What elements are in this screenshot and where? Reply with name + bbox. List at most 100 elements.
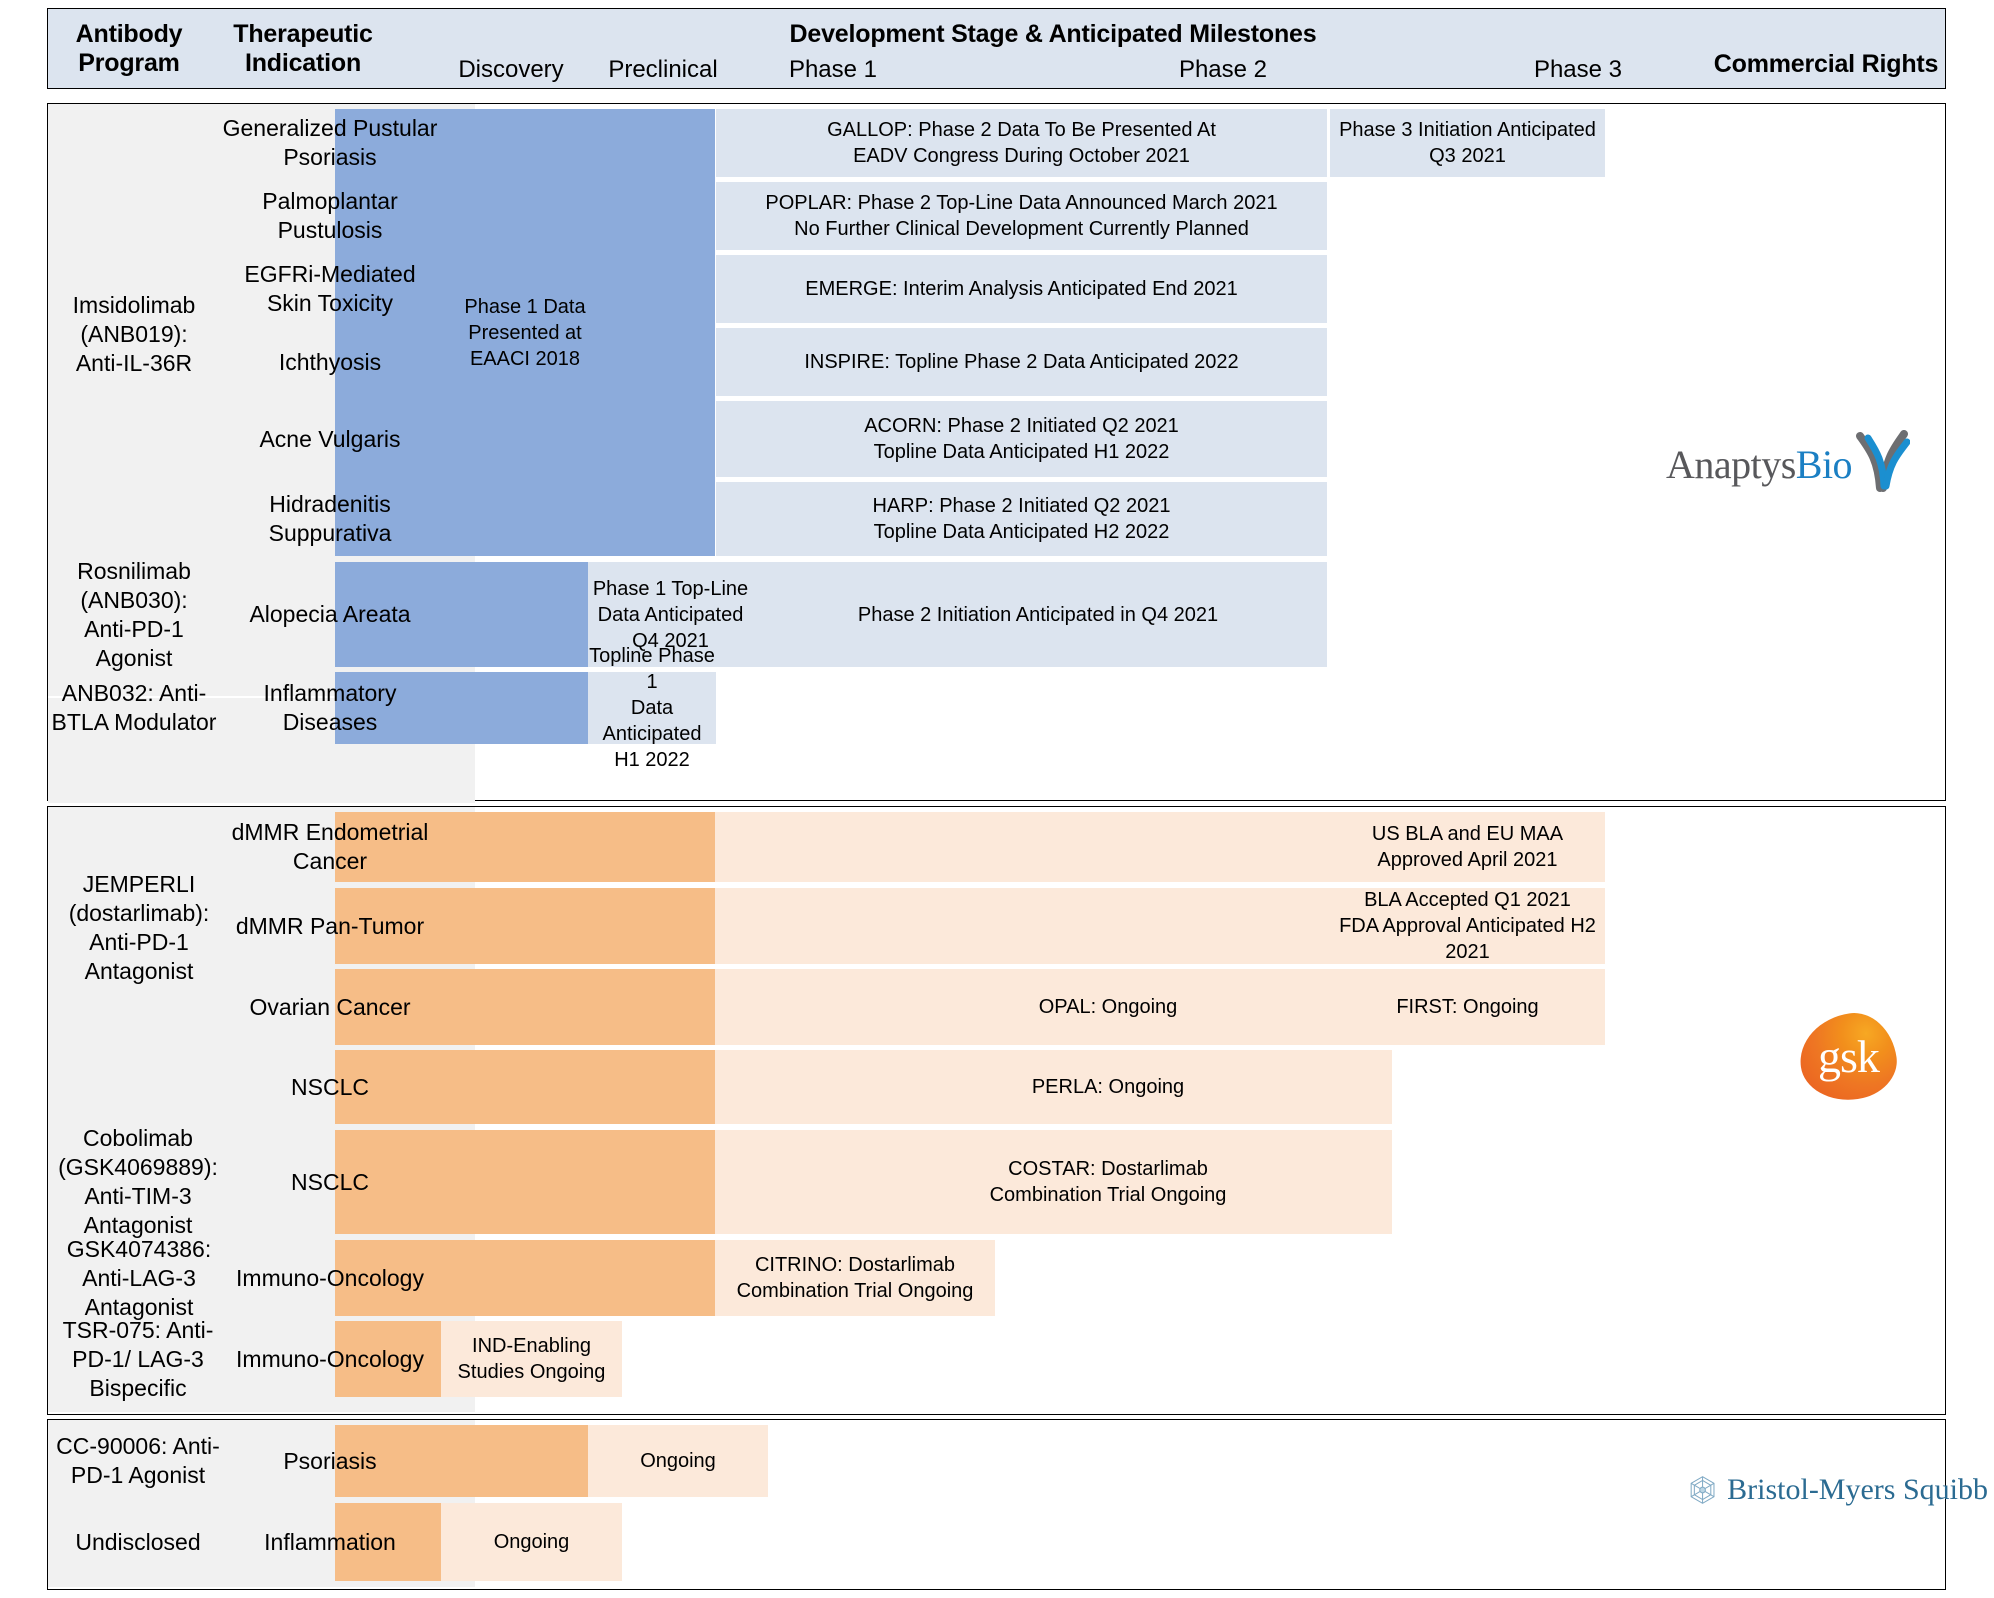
program-name-line: (dostarlimab): xyxy=(68,900,210,926)
anaptysbio-antibody-icon xyxy=(1856,430,1911,492)
milestone-text: EMERGE: Interim Analysis Anticipated End… xyxy=(805,278,1238,300)
indication-text: NSCLC xyxy=(291,1073,369,1100)
indication-ovarian-cancer: Ovarian Cancer xyxy=(220,969,440,1045)
bar-ovarian-discovery-phase1 xyxy=(335,969,715,1045)
indication-text: Inflammation xyxy=(264,1528,396,1555)
program-name-anb032: ANB032: Anti- BTLA Modulator xyxy=(48,672,220,744)
milestone-emerge: EMERGE: Interim Analysis Anticipated End… xyxy=(716,255,1327,323)
bristol-myers-squibb-logo: Bristol-Myers Squibb xyxy=(1688,1460,1988,1520)
milestone-text: BLA Accepted Q1 2021 FDA Approval Antici… xyxy=(1339,889,1596,963)
bar-io-tsr075-preclinical xyxy=(441,1321,622,1397)
milestone-acorn: ACORN: Phase 2 Initiated Q2 2021 Topline… xyxy=(716,401,1327,477)
indication-ichthyosis: Ichthyosis xyxy=(220,328,440,396)
program-name-line: GSK4074386: xyxy=(66,1235,212,1262)
milestone-perla: PERLA: Ongoing xyxy=(948,1050,1268,1124)
indication-palmoplantar-pustulosis: Palmoplantar Pustulosis xyxy=(220,182,440,250)
bar-io-gsk4074386-phase2 xyxy=(715,1240,995,1316)
milestone-ind-enabling: IND-Enabling Studies Ongoing xyxy=(441,1321,622,1397)
indication-text: Immuno-Oncology xyxy=(236,1264,424,1291)
bar-cc90006-phase1 xyxy=(588,1425,768,1497)
milestone-text: HARP: Phase 2 Initiated Q2 2021 Topline … xyxy=(872,495,1171,543)
program-name-line: Anti-LAG-3 xyxy=(82,1264,196,1291)
bar-anb032-phase1 xyxy=(588,672,716,744)
program-name-line: JEMPERLI xyxy=(82,871,196,897)
indication-alopecia-areata: Alopecia Areata xyxy=(220,562,440,667)
bar-nsclc-cobolimab-phase2 xyxy=(715,1130,1392,1234)
gsk-blob-icon: gsk xyxy=(1794,1007,1902,1107)
program-name-cc90006: CC-90006: Anti- PD-1 Agonist xyxy=(48,1425,228,1497)
program-name-line: Anti-IL-36R xyxy=(75,349,193,376)
program-name-jemperli: JEMPERLI (dostarlimab): Anti-PD-1 Antago… xyxy=(54,863,224,993)
stage-label-phase-3: Phase 3 xyxy=(1533,56,1623,83)
milestone-text: US BLA and EU MAA Approved April 2021 xyxy=(1371,823,1564,871)
milestone-rosnilimab-phase1: Phase 1 Top-Line Data Anticipated Q4 202… xyxy=(588,562,753,667)
column-header-development-stage-title: Development Stage & Anticipated Mileston… xyxy=(789,19,1317,48)
program-name-line: (ANB030): xyxy=(80,586,188,613)
bar-ichthyosis-phase2 xyxy=(716,328,1327,396)
bar-nsclc-jemperli-phase2 xyxy=(715,1050,1392,1124)
bar-undisclosed-discovery xyxy=(335,1503,441,1581)
program-name-line: (GSK4069889): xyxy=(58,1154,218,1180)
milestone-cc90006: Ongoing xyxy=(588,1425,768,1497)
program-name-cobolimab: Cobolimab (GSK4069889): Anti-TIM-3 Antag… xyxy=(48,1125,228,1238)
anaptysbio-logo: AnaptysBio xyxy=(1638,424,1938,504)
program-name-line: Bispecific xyxy=(89,1374,187,1401)
bar-undisclosed-preclinical xyxy=(441,1503,622,1581)
program-name-line: (ANB019): xyxy=(80,320,188,347)
indication-text: Palmoplantar Pustulosis xyxy=(262,188,398,243)
indication-psoriasis: Psoriasis xyxy=(220,1425,440,1497)
milestone-rosnilimab-phase2: Phase 2 Initiation Anticipated in Q4 202… xyxy=(758,562,1318,667)
milestone-dmmr-pantumor: BLA Accepted Q1 2021 FDA Approval Antici… xyxy=(1330,888,1605,964)
milestone-text: CITRINO: Dostarlimab Combination Trial O… xyxy=(736,1254,974,1302)
bar-dmmr-pantumor-phase2-phase3 xyxy=(715,888,1605,964)
bar-io-gsk4074386-discovery-phase1 xyxy=(335,1240,715,1316)
milestone-text: PERLA: Ongoing xyxy=(1031,1076,1185,1098)
milestone-text: GALLOP: Phase 2 Data To Be Presented At … xyxy=(827,119,1216,167)
program-name-line: ANB032: Anti- xyxy=(61,680,207,706)
bar-dmmr-endometrial-discovery-phase1 xyxy=(335,812,715,882)
stage-label-preclinical: Preclinical xyxy=(608,56,718,83)
program-name-line: Antagonist xyxy=(84,1293,194,1320)
program-name-line: PD-1 Agonist xyxy=(70,1462,206,1488)
milestone-undisclosed: Ongoing xyxy=(441,1503,622,1581)
milestone-text: Topline Phase 1 Data Anticipated H1 2022 xyxy=(589,645,715,771)
header-line-2: Indication xyxy=(244,49,362,77)
milestone-harp: HARP: Phase 2 Initiated Q2 2021 Topline … xyxy=(716,482,1327,556)
milestone-text: INSPIRE: Topline Phase 2 Data Anticipate… xyxy=(804,351,1239,373)
program-name-line: BTLA Modulator xyxy=(51,709,217,735)
bar-anb032-discovery-preclinical xyxy=(335,672,588,744)
indication-text: dMMR Pan-Tumor xyxy=(235,912,425,939)
bar-nsclc-jemperli-discovery-phase1 xyxy=(335,1050,715,1124)
milestone-citrino: CITRINO: Dostarlimab Combination Trial O… xyxy=(715,1240,995,1316)
milestone-gallop: GALLOP: Phase 2 Data To Be Presented At … xyxy=(716,109,1327,177)
section-bms: Ongoing Ongoing CC-90006: Anti- PD-1 Ago… xyxy=(47,1419,1988,1590)
anaptysbio-wordmark: AnaptysBio xyxy=(1665,441,1853,487)
milestone-text: OPAL: Ongoing xyxy=(1038,996,1178,1018)
header-line-1: Antibody xyxy=(75,20,183,48)
indication-acne-vulgaris: Acne Vulgaris xyxy=(220,401,440,477)
milestone-poplar: POPLAR: Phase 2 Top-Line Data Announced … xyxy=(716,182,1327,250)
section-anaptysbio: Phase 1 Data Presented at EAACI 2018 GAL… xyxy=(47,103,1946,803)
bms-hexagon-icon xyxy=(1690,1476,1715,1504)
column-header-antibody-program: Antibody Program xyxy=(62,15,196,83)
milestone-text: IND-Enabling Studies Ongoing xyxy=(457,1335,606,1383)
milestone-imsidolimab-phase1: Phase 1 Data Presented at EAACI 2018 xyxy=(335,109,715,556)
milestone-costar: COSTAR: Dostarlimab Combination Trial On… xyxy=(948,1130,1268,1234)
program-name-rosnilimab: Rosnilimab (ANB030): Anti-PD-1 Agonist xyxy=(54,558,214,671)
header-line-1: Therapeutic xyxy=(233,20,373,48)
program-name-line: Antagonist xyxy=(83,1212,193,1238)
milestone-text: COSTAR: Dostarlimab Combination Trial On… xyxy=(989,1158,1227,1206)
milestone-anb032-phase1: Topline Phase 1 Data Anticipated H1 2022 xyxy=(588,645,716,771)
bar-dmmr-endometrial-phase2-phase3 xyxy=(715,812,1605,882)
program-name-line: Imsidolimab xyxy=(72,291,196,318)
indication-nsclc-cobolimab: NSCLC xyxy=(220,1130,440,1234)
indication-text: Acne Vulgaris xyxy=(259,425,401,452)
stage-label-phase-2: Phase 2 xyxy=(1178,56,1268,83)
bar-hidradenitis-phase2 xyxy=(716,482,1327,556)
indication-text: Ovarian Cancer xyxy=(249,993,411,1020)
milestone-gallop-phase3: Phase 3 Initiation Anticipated Q3 2021 xyxy=(1330,109,1605,177)
indication-text: Ichthyosis xyxy=(278,348,382,375)
bar-egfri-phase2 xyxy=(716,255,1327,323)
gsk-wordmark: gsk xyxy=(1817,1031,1879,1082)
